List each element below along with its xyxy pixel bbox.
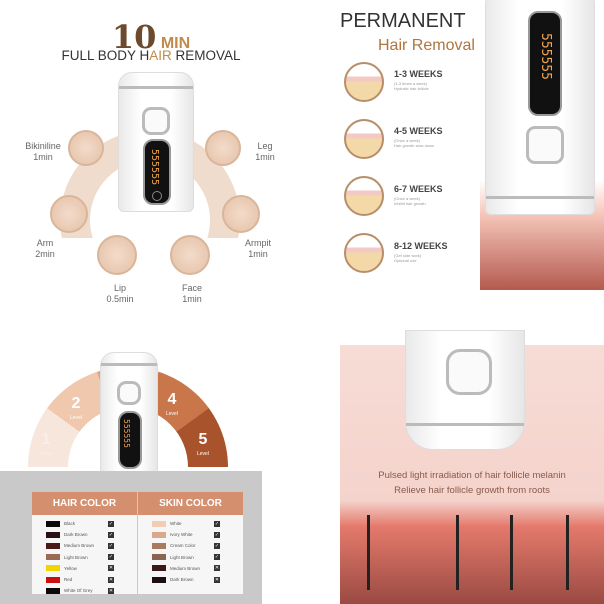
title: PERMANENT	[340, 10, 466, 32]
color-swatch	[46, 531, 60, 538]
color-name: White Of Grey	[64, 588, 93, 594]
cross-icon: ✕	[214, 565, 220, 572]
cross-icon: ✕	[108, 565, 114, 572]
check-icon: ✓	[108, 520, 114, 527]
color-name: Ivory White	[170, 532, 193, 538]
check-icon: ✓	[214, 554, 220, 561]
color-swatch	[152, 542, 166, 549]
hair-follicle	[456, 515, 459, 590]
week-icon	[344, 62, 384, 102]
color-swatch	[46, 576, 60, 583]
week-label: 4-5 WEEKS	[394, 126, 443, 136]
week-desc: (Get side work)Optional use	[394, 253, 422, 263]
ipl-device	[405, 330, 525, 450]
hair-color-row: Dark Brown ✓	[32, 529, 137, 540]
color-name: Black	[64, 521, 76, 527]
color-name: White	[170, 521, 182, 527]
color-swatch	[46, 587, 60, 594]
week-icon	[344, 176, 384, 216]
hair-color-row: Medium Brown ✓	[32, 540, 137, 551]
week-desc: (Once a week)Inhibit hair growth	[394, 196, 426, 206]
skin-color-row: Dark Brown ✕	[138, 574, 243, 585]
check-icon: ✓	[108, 531, 114, 538]
week-icon	[344, 119, 384, 159]
color-swatch	[152, 520, 166, 527]
check-icon: ✓	[214, 520, 220, 527]
color-name: Light Brown	[170, 554, 194, 560]
cross-icon: ✕	[214, 576, 220, 583]
week-desc: (Once a week)Hair growth slow down	[394, 138, 435, 148]
skin-color-row: White ✓	[138, 518, 243, 529]
hair-follicle	[566, 515, 569, 590]
arm-image	[50, 195, 88, 233]
color-swatch	[152, 554, 166, 561]
skin-color-row: Ivory White ✓	[138, 529, 243, 540]
subtitle: Hair Removal	[378, 37, 475, 54]
face-image	[170, 235, 210, 275]
check-icon: ✓	[108, 554, 114, 561]
color-swatch	[152, 565, 166, 572]
week-label: 1-3 WEEKS	[394, 69, 443, 79]
color-name: Medium Brown	[170, 565, 201, 571]
color-name: Cream Color	[170, 543, 196, 549]
color-swatch	[46, 554, 60, 561]
check-icon: ✓	[108, 542, 114, 549]
color-name: Medium Brown	[64, 543, 95, 549]
leg-image	[205, 130, 241, 166]
hair-color-row: Black ✓	[32, 518, 137, 529]
hair-color-row: White Of Grey ✕	[32, 585, 137, 596]
check-icon: ✓	[214, 531, 220, 538]
color-swatch	[152, 531, 166, 538]
week-desc: (1-3 times a week)Hydratic hair follicle	[394, 81, 429, 91]
color-name: Dark Brown	[64, 532, 88, 538]
week-label: 8-12 WEEKS	[394, 241, 448, 251]
color-swatch	[46, 520, 60, 527]
follicle-caption: Pulsed light irradiation of hair follicl…	[378, 470, 566, 496]
color-name: Yellow	[64, 565, 77, 571]
skin-color-row: Cream Color ✓	[138, 540, 243, 551]
hair-color-row: Yellow ✕	[32, 563, 137, 574]
hair-color-row: Red ✕	[32, 574, 137, 585]
armpit-image	[222, 195, 260, 233]
check-icon: ✓	[214, 542, 220, 549]
hair-follicle	[510, 515, 513, 590]
subtitle: FULL BODY HAIR REMOVAL	[61, 48, 241, 63]
ipl-device: 555555	[118, 72, 194, 212]
color-name: Light Brown	[64, 554, 88, 560]
lip-image	[97, 235, 137, 275]
color-name: Dark Brown	[170, 577, 194, 583]
color-swatch	[152, 576, 166, 583]
hair-follicle	[367, 515, 370, 590]
hair-color-row: Light Brown ✓	[32, 552, 137, 563]
week-label: 6-7 WEEKS	[394, 184, 443, 194]
color-name: Red	[64, 577, 73, 583]
cross-icon: ✕	[108, 587, 114, 594]
ipl-device: 555555	[485, 0, 595, 215]
cross-icon: ✕	[108, 576, 114, 583]
skin-color-row: Light Brown ✓	[138, 552, 243, 563]
week-icon	[344, 233, 384, 273]
ipl-device: 555555	[100, 352, 158, 477]
skin-color-row: Medium Brown ✕	[138, 563, 243, 574]
bikiniline-image	[68, 130, 104, 166]
color-swatch	[46, 565, 60, 572]
color-swatch	[46, 542, 60, 549]
headline: 10 MIN	[111, 18, 191, 56]
